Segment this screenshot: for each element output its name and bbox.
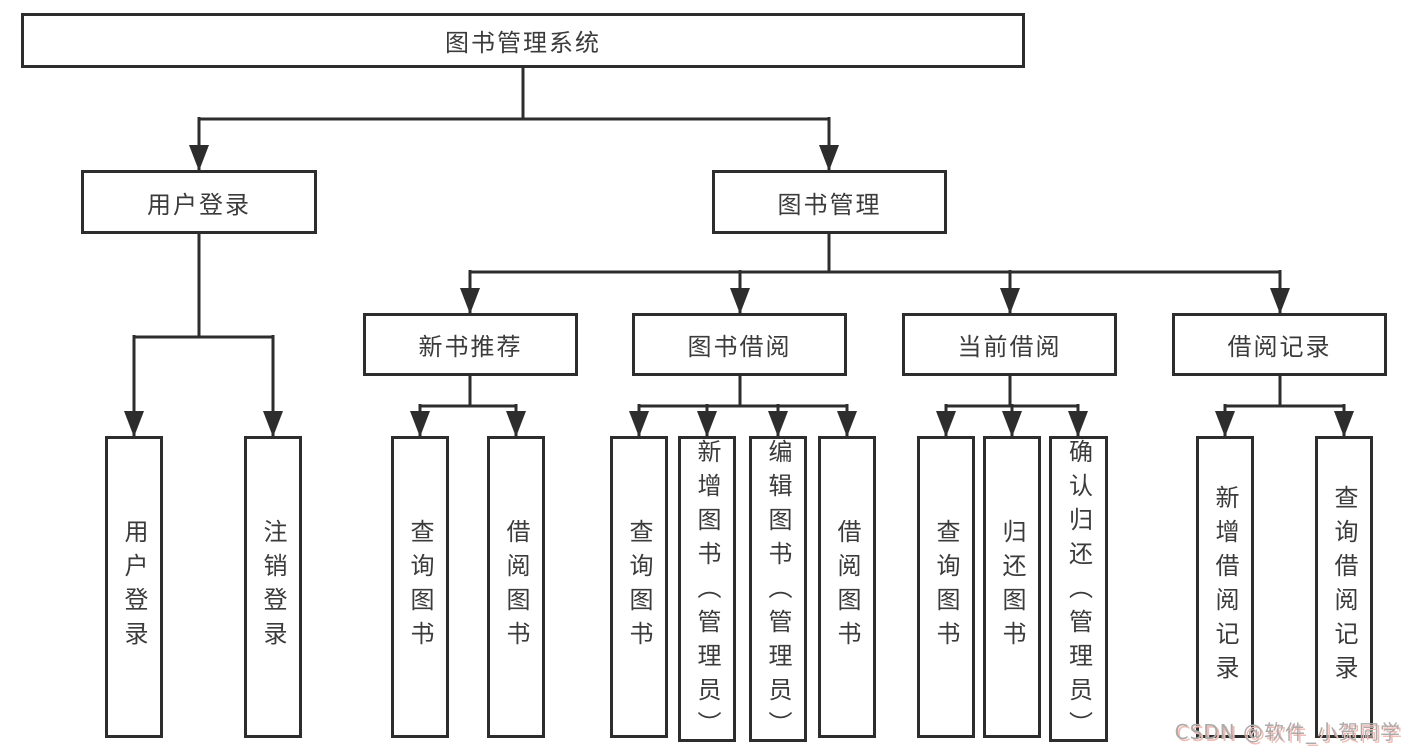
leaf-add-borrow-record: 新增借阅记录 [1196,436,1254,738]
leaf-add-book-admin: 新增图书（管理员） [678,436,736,745]
leaf-return-books: 归还图书 [983,436,1041,738]
node-library-management-system: 图书管理系统 [21,13,1025,68]
leaf-query-books-borrowing: 查询图书 [610,436,668,738]
node-label: 新书推荐 [418,333,523,361]
node-borrowing-records: 借阅记录 [1172,313,1387,376]
node-label: 用户登录 [147,190,251,219]
node-label: 当前借阅 [957,333,1062,361]
node-label: 借阅记录 [1227,333,1332,361]
leaf-borrow-books-borrowing: 借阅图书 [818,436,876,738]
node-current-borrowing: 当前借阅 [902,313,1117,376]
leaf-query-books-recommend: 查询图书 [391,436,449,738]
leaf-query-books-current: 查询图书 [917,436,975,738]
leaf-confirm-return-admin: 确认归还（管理员） [1049,436,1108,745]
node-book-borrowing: 图书借阅 [632,313,847,376]
csdn-watermark: CSDN @软件_小贺同学 [1174,720,1401,744]
leaf-edit-book-admin: 编辑图书（管理员） [749,436,807,745]
leaf-user-login: 用户登录 [105,436,163,738]
leaf-query-borrow-record: 查询借阅记录 [1315,436,1373,738]
node-user-login: 用户登录 [81,170,317,234]
node-book-management: 图书管理 [712,170,947,234]
node-new-book-recommendation: 新书推荐 [363,313,578,376]
node-label: 图书管理 [777,190,882,219]
node-label: 图书管理系统 [445,29,601,57]
leaf-borrow-books-recommend: 借阅图书 [487,436,545,738]
leaf-logout: 注销登录 [244,436,302,738]
node-label: 图书借阅 [687,333,792,361]
